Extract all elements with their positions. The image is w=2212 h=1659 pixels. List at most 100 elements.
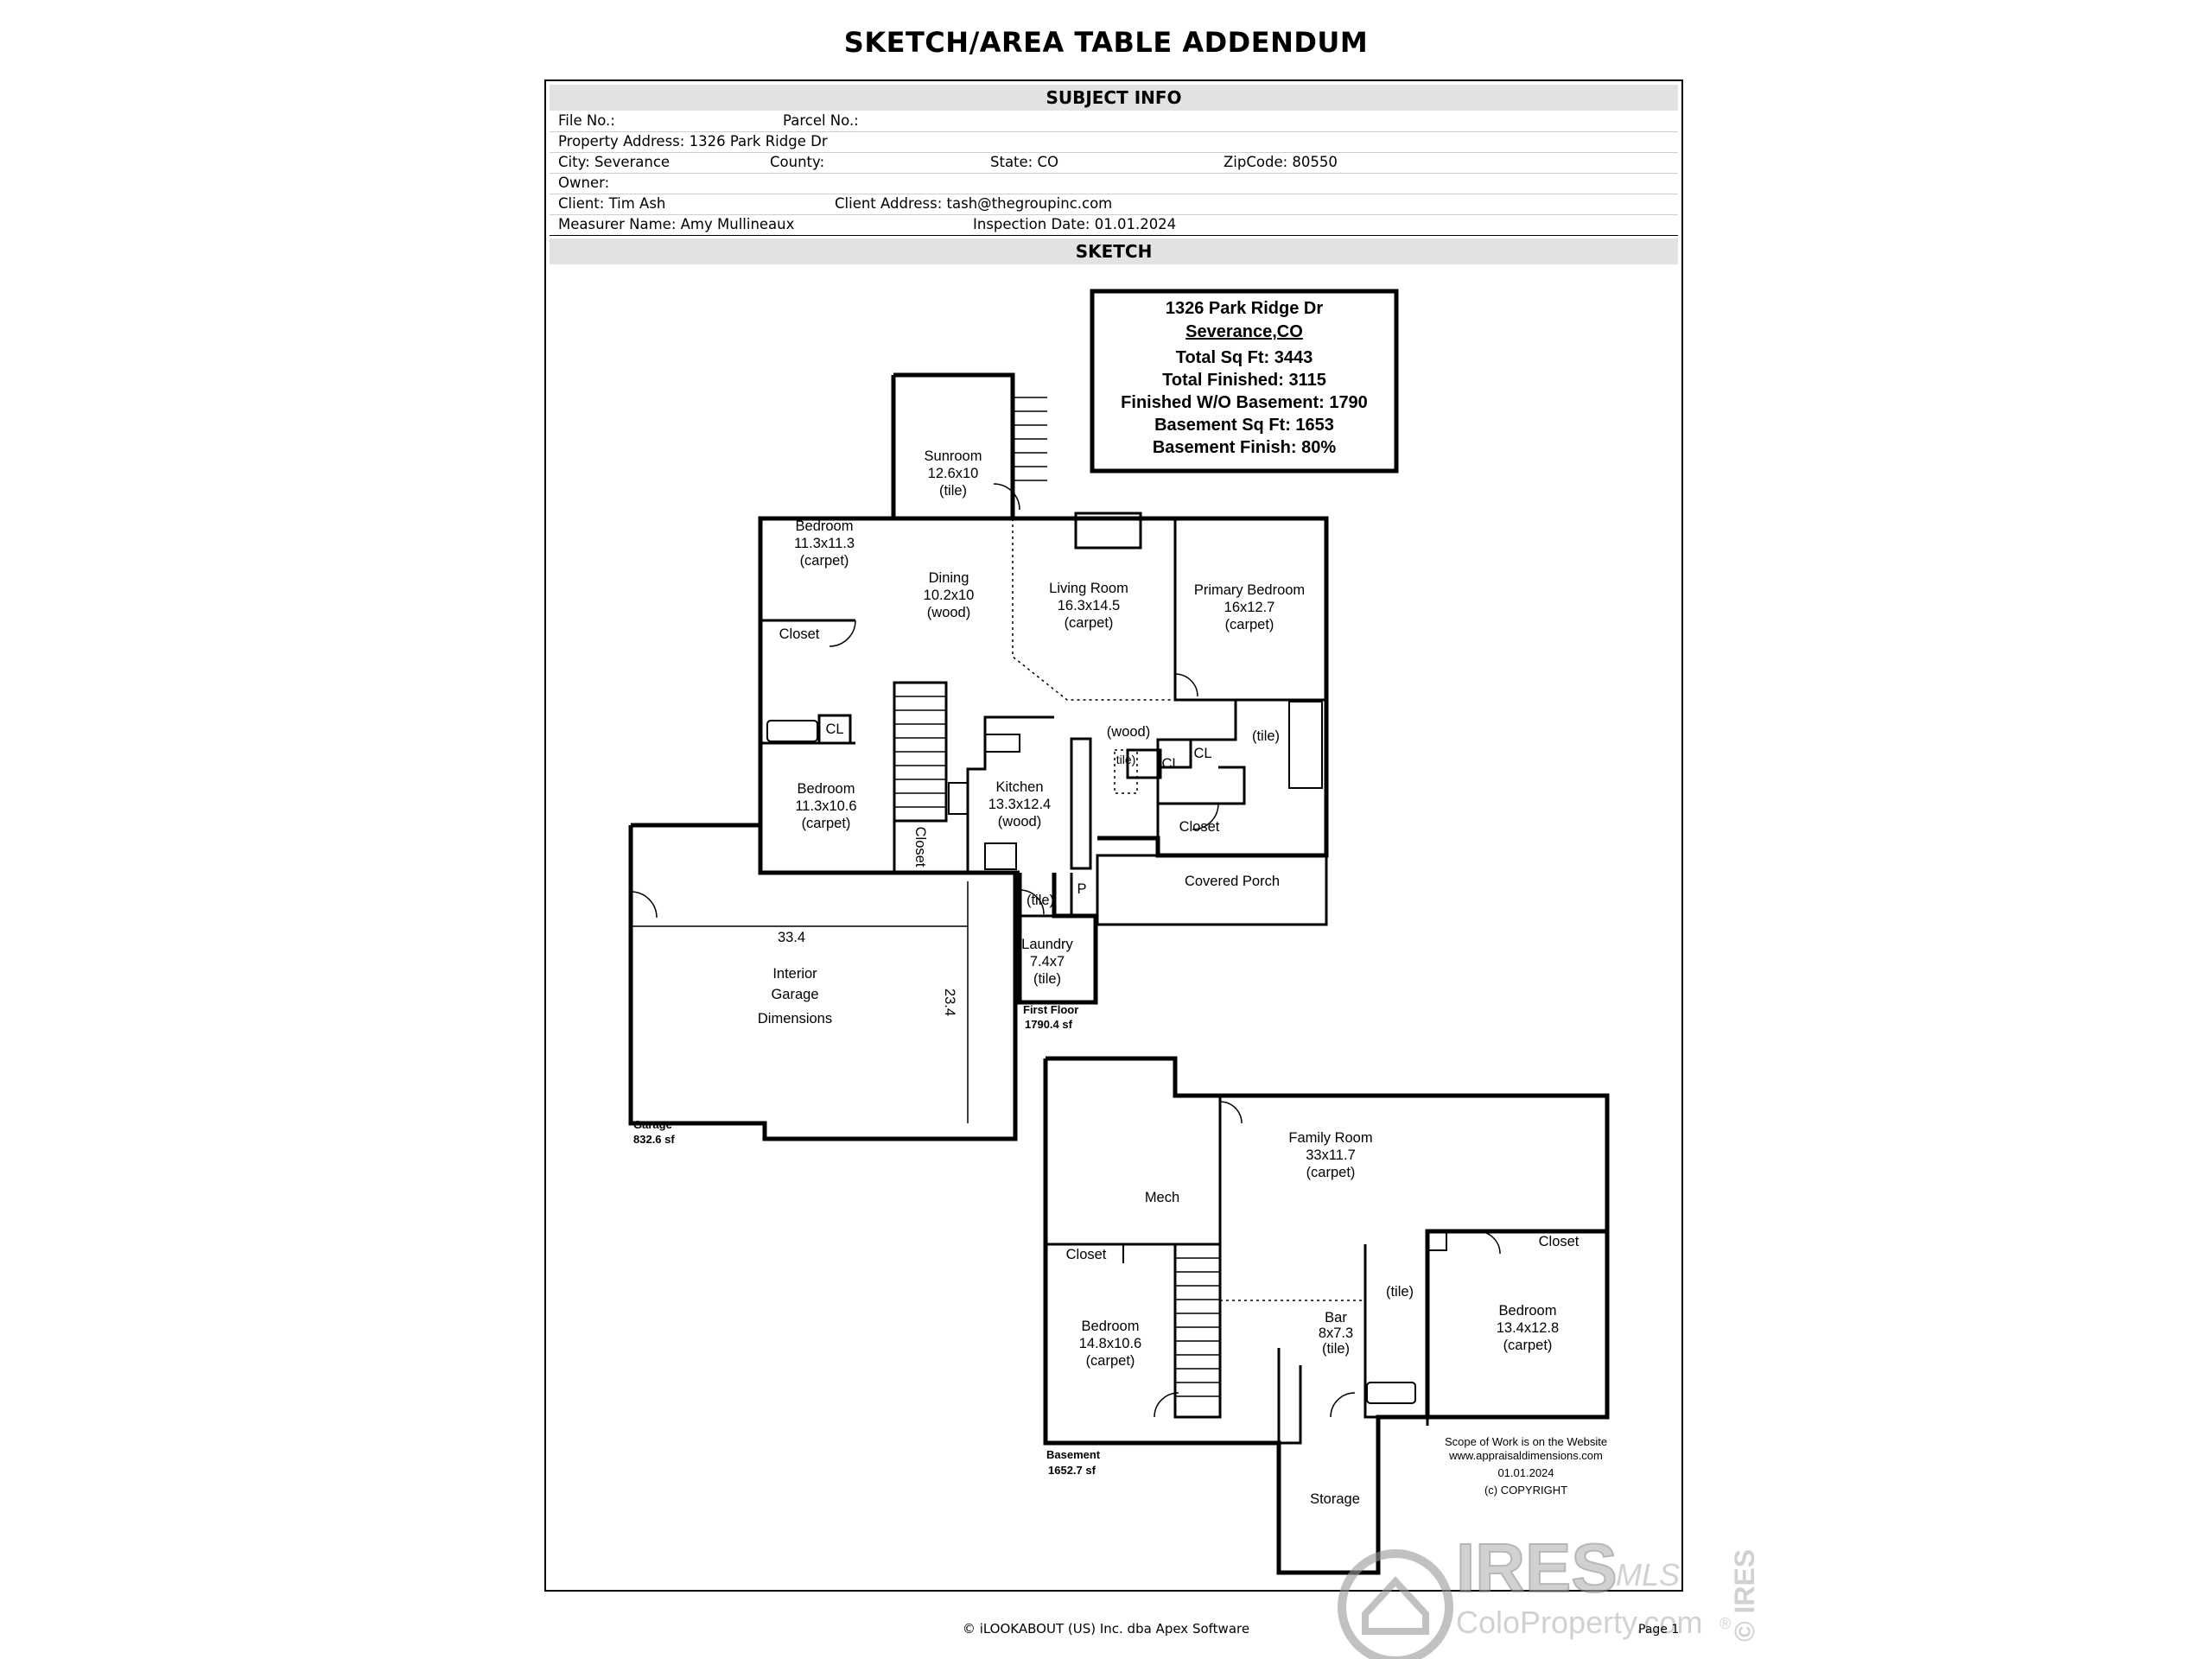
svg-text:Garage: Garage [771, 987, 818, 1002]
cl-label-primary: CL [1193, 746, 1211, 761]
room-bedroom-sw: Bedroom 11.3x10.6 (carpet) [795, 781, 856, 831]
svg-text:(carpet): (carpet) [1306, 1165, 1356, 1180]
svg-text:33x11.7: 33x11.7 [1306, 1147, 1356, 1163]
room-bedroom-bw: Bedroom 14.8x10.6 (carpet) [1079, 1319, 1141, 1369]
closet-label-nw: Closet [779, 626, 820, 642]
svg-text:11.3x11.3: 11.3x11.3 [794, 536, 855, 551]
page-title: SKETCH/AREA TABLE ADDENDUM [843, 26, 1369, 59]
door-swing [1477, 1230, 1501, 1255]
storage-label: Storage [1310, 1491, 1360, 1507]
cl-entry-box [1126, 748, 1162, 779]
closet-label-vertical: Closet [912, 827, 928, 868]
parcel-no: Parcel No.: [783, 112, 859, 129]
city: City: Severance [558, 154, 671, 170]
svg-text:Scope of Work is on the Websit: Scope of Work is on the Website [1445, 1435, 1607, 1448]
stairs-treads-basement [1175, 1257, 1220, 1397]
tile-label-mudroom: (tile) [1027, 893, 1054, 908]
svg-text:01.01.2024: 01.01.2024 [1497, 1466, 1554, 1479]
closet-label-bw: Closet [1066, 1247, 1107, 1262]
inspection-date: Inspection Date: 01.01.2024 [973, 216, 1177, 232]
mech-label: Mech [1145, 1190, 1179, 1205]
ires-sub: ColoProperty.com [1456, 1605, 1702, 1640]
primary-closet-walls [1156, 700, 1237, 855]
ires-side-text: © IRES [1729, 1549, 1760, 1642]
info-row-city: City: Severance County: State: CO ZipCod… [550, 152, 1678, 174]
summary-address: 1326 Park Ridge Dr [1166, 299, 1324, 318]
svg-text:(tile): (tile) [1033, 971, 1061, 987]
svg-text:(c) COPYRIGHT: (c) COPYRIGHT [1484, 1484, 1567, 1497]
sketch-header: SKETCH [550, 238, 1678, 264]
stairs-treads-main [894, 696, 946, 808]
svg-text:8x7.3: 8x7.3 [1319, 1325, 1353, 1341]
summary-basement-sqft: Basement Sq Ft: 1653 [1154, 416, 1334, 435]
mech-walls [1046, 1096, 1222, 1246]
door-swing [1192, 803, 1219, 830]
client: Client: Tim Ash [558, 195, 666, 212]
svg-text:Bedroom: Bedroom [798, 781, 855, 797]
room-bedroom-nw: Bedroom 11.3x11.3 (carpet) [794, 518, 855, 569]
svg-text:10.2x10: 10.2x10 [924, 588, 975, 603]
svg-text:Garage: Garage [633, 1118, 672, 1131]
svg-text:11.3x10.6: 11.3x10.6 [795, 798, 856, 814]
svg-text:Bedroom: Bedroom [1082, 1319, 1140, 1334]
tub-west-icon [766, 720, 818, 742]
basement-area: Basement 1652.7 sf [1046, 1448, 1101, 1477]
svg-text:(carpet): (carpet) [800, 553, 849, 569]
room-bedroom-be: Bedroom 13.4x12.8 (carpet) [1497, 1303, 1559, 1353]
room-primary-bedroom: Primary Bedroom 16x12.7 (carpet) [1194, 582, 1305, 632]
ires-registered: ® [1719, 1615, 1731, 1632]
garage-depth-label: 23.4 [942, 988, 957, 1016]
vent-icon [1427, 1230, 1447, 1251]
measurer-name: Measurer Name: Amy Mullineaux [558, 216, 795, 232]
door-swing [630, 891, 658, 918]
basement-outline-south [1043, 1058, 1610, 1575]
info-row-owner: Owner: [550, 173, 1678, 194]
page-number: Page 1 [1638, 1623, 1680, 1637]
first-floor-area: First Floor 1790.4 sf [1023, 1003, 1078, 1031]
first-floor-outline-west [758, 375, 1020, 875]
kitchen-sink [984, 734, 1020, 753]
kitchen-island [1070, 737, 1092, 870]
svg-text:(wood): (wood) [927, 605, 970, 620]
closet-label-be: Closet [1539, 1234, 1580, 1249]
house-icon [1362, 1576, 1429, 1635]
summary-box [1090, 289, 1399, 474]
svg-text:13.4x12.8: 13.4x12.8 [1497, 1320, 1559, 1336]
info-row-file: File No.: Parcel No.: [550, 111, 1678, 132]
cl-west-box [817, 714, 852, 745]
svg-text:Kitchen: Kitchen [995, 779, 1043, 795]
room-laundry: Laundry 7.4x7 (tile) [1021, 937, 1073, 987]
svg-text:(carpet): (carpet) [1503, 1338, 1553, 1353]
svg-text:(tile): (tile) [1322, 1341, 1350, 1357]
basement-bath-walls [1363, 1244, 1427, 1419]
scope-note: Scope of Work is on the Website www.appr… [1445, 1435, 1607, 1497]
room-family: Family Room 33x11.7 (carpet) [1288, 1130, 1372, 1180]
svg-text:First Floor: First Floor [1023, 1003, 1078, 1016]
summary-basement-finish: Basement Finish: 80% [1153, 438, 1337, 457]
stairs-basement [1173, 1243, 1222, 1419]
fireplace-icon [1074, 512, 1142, 550]
svg-text:Family Room: Family Room [1288, 1130, 1372, 1146]
pantry-label: P [1077, 881, 1086, 897]
bar-counter [1277, 1348, 1302, 1445]
stairs-treads-sunroom [1013, 397, 1047, 481]
svg-text:Basement: Basement [1046, 1448, 1101, 1461]
closet-label-primary: Closet [1179, 819, 1220, 835]
door-swing [1154, 1392, 1179, 1418]
ires-brand: IRES [1456, 1529, 1618, 1606]
fridge-icon [984, 842, 1017, 870]
garage-outline [628, 825, 1018, 1141]
svg-text:(wood): (wood) [998, 814, 1041, 830]
door-swing [993, 483, 1020, 511]
door-swing [1330, 1392, 1356, 1418]
info-row-client: Client: Tim Ash Client Address: tash@the… [550, 194, 1678, 215]
shower-icon [1288, 701, 1323, 789]
room-dining: Dining 10.2x10 (wood) [924, 570, 975, 620]
cl-label-west: CL [825, 721, 843, 737]
tile-label-entry: tile) [1116, 753, 1136, 766]
svg-text:Bedroom: Bedroom [796, 518, 854, 534]
kitchen-walls [966, 715, 1054, 873]
svg-text:1652.7 sf: 1652.7 sf [1048, 1464, 1096, 1477]
svg-text:832.6 sf: 832.6 sf [633, 1133, 675, 1146]
